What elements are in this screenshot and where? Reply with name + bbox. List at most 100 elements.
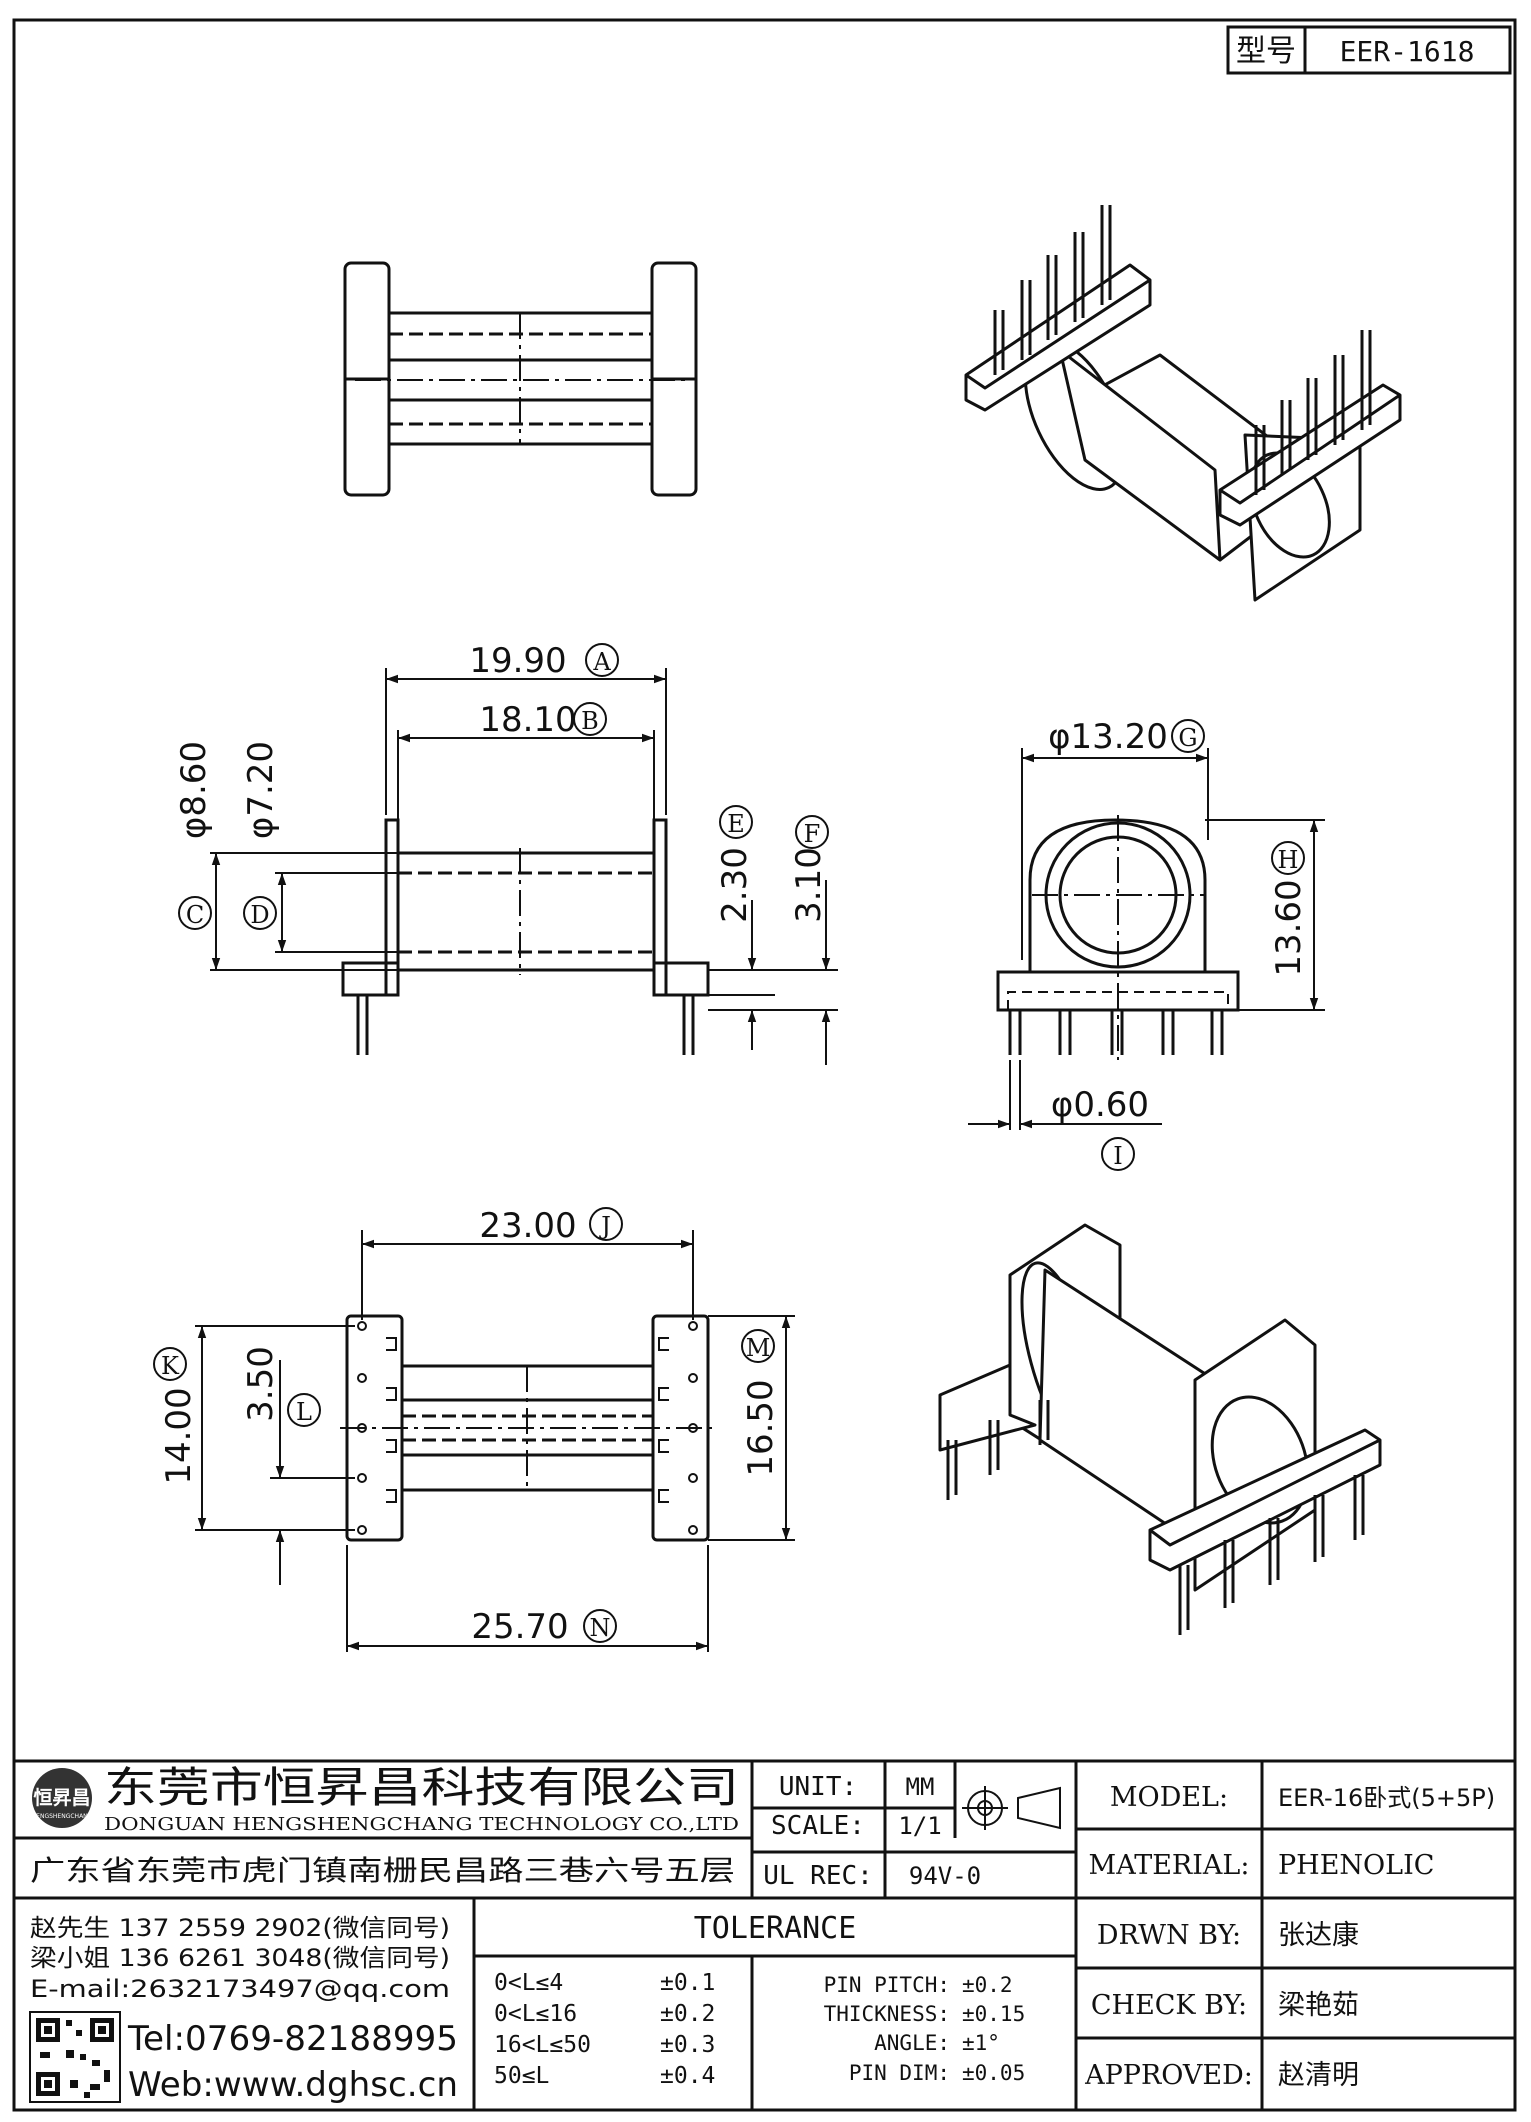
tol-other-label-1: PIN PITCH: [824,1973,950,1997]
dim-E: E 2.30 [715,805,755,923]
side-view-dimensions [210,668,838,1065]
dim-H-tag: H [1278,846,1299,874]
title-block [14,1759,1515,2110]
dim-C-tag: C [186,901,204,929]
scale-label: SCALE: [771,1811,865,1841]
isometric-view-top [964,205,1402,602]
tol-range-3: 16<L≤50 [494,2032,591,2058]
dim-H: H 13.60 [1269,841,1309,977]
logo-text: 恒昇昌 [33,1787,90,1809]
tolerance-others: PIN PITCH: ±0.2 THICKNESS: ±0.15 ANGLE: … [824,1973,1026,2085]
unit-value: MM [906,1773,935,1801]
drwn-value: 张达康 [1278,1920,1359,1951]
model-value: EER-16卧式(5+5P) [1278,1784,1495,1812]
type-label: 型号 [1236,34,1296,69]
dim-J-tag: J [598,1212,611,1240]
dim-D: φ7.20 D [241,741,281,930]
dim-N-value: 25.70 [471,1607,568,1647]
type-box: 型号 EER-1618 [1226,25,1512,75]
dim-N: 25.70 N [471,1607,617,1647]
dim-B-tag: B [581,707,599,735]
dim-B-value: 18.10 [479,700,576,740]
dim-G-tag: G [1178,724,1197,752]
tol-other-value-1: ±0.2 [962,1973,1013,1997]
tol-value-3: ±0.3 [660,2032,715,2058]
dim-L-tag: L [296,1398,312,1426]
unit-label: UNIT: [779,1772,857,1802]
dim-E-tag: E [727,810,745,838]
check-label: CHECK BY: [1091,1990,1247,2021]
material-label: MATERIAL: [1089,1850,1250,1881]
bottom-view-dimensions [195,1230,795,1652]
dim-F-value: 3.10 [789,847,829,923]
side-view [341,818,710,1055]
dim-K: K 14.00 [153,1347,199,1485]
tol-range-2: 0<L≤16 [494,2001,577,2027]
tol-other-label-3: ANGLE: [874,2031,950,2055]
contact-2: 梁小姐 136 6261 3048(微信同号) [30,1944,450,1972]
scale-value: 1/1 [898,1812,941,1840]
dim-M-value: 16.50 [741,1379,781,1476]
type-value: EER-1618 [1340,35,1475,68]
tol-value-1: ±0.1 [660,1970,715,1996]
sheet-border [12,18,1517,2112]
ulrec-label: UL REC: [763,1861,873,1891]
company-name-cn: 东莞市恒昇昌科技有限公司 [104,1763,739,1812]
tolerance-title: TOLERANCE [694,1911,857,1946]
dim-A-value: 19.90 [469,641,566,681]
ulrec-value: 94V-0 [909,1862,981,1890]
dim-D-tag: D [250,901,269,929]
dim-G: φ13.20 G [1048,717,1205,757]
dim-C: φ8.60 C [174,741,214,930]
company-web: Web:www.dghsc.cn [128,2065,458,2105]
dim-I-tag: I [1113,1142,1122,1170]
end-view [996,815,1240,1060]
dim-J-value: 23.00 [479,1206,576,1246]
dim-K-value: 14.00 [159,1387,199,1484]
dim-D-value: φ7.20 [241,741,281,839]
company-logo: 恒昇昌 HENGSHENGCHANG [32,1768,93,1828]
dim-G-value: φ13.20 [1048,717,1168,757]
contact-1: 赵先生 137 2559 2902(微信同号) [30,1914,450,1942]
dim-E-value: 2.30 [715,847,755,923]
company-name-en: DONGUAN HENGSHENGCHANG TECHNOLOGY CO.,LT… [104,1814,739,1835]
dim-A: 19.90 A [469,641,619,681]
dim-M-tag: M [746,1334,771,1362]
dim-M: M 16.50 [741,1329,781,1477]
dim-A-tag: A [592,648,611,676]
dim-L-value: 3.50 [241,1346,281,1422]
projection-symbol-icon [962,1786,1061,1830]
dim-I-value: φ0.60 [1051,1085,1149,1125]
isometric-view-bottom [938,1223,1382,1635]
end-view-dimensions [968,748,1325,1130]
dim-L: 3.50 L [241,1346,321,1427]
dim-K-tag: K [161,1352,180,1380]
tol-range-1: 0<L≤4 [494,1970,563,1996]
tol-value-4: ±0.4 [660,2063,715,2089]
dim-I: φ0.60 I [1051,1085,1149,1171]
tol-other-value-3: ±1° [962,2031,1000,2055]
bottom-view [340,1314,715,1542]
check-value: 梁艳茹 [1278,1990,1359,2021]
top-view [343,261,698,497]
dim-F-tag: F [804,820,821,848]
tol-other-value-4: ±0.05 [962,2061,1025,2085]
dim-B: 18.10 B [479,700,607,740]
dim-F: F 3.10 [789,815,829,923]
approved-label: APPROVED: [1084,2060,1253,2091]
dim-C-value: φ8.60 [174,741,214,839]
dim-N-tag: N [590,1614,611,1642]
dim-J: 23.00 J [479,1206,623,1246]
qr-code-icon [29,2011,121,2103]
tol-other-label-4: PIN DIM: [849,2061,950,2085]
material-value: PHENOLIC [1278,1850,1434,1881]
dim-H-value: 13.60 [1269,879,1309,976]
tol-other-label-2: THICKNESS: [824,2002,950,2026]
company-address: 广东省东莞市虎门镇南栅民昌路三巷六号五层 [30,1854,735,1887]
tolerance-ranges: 0<L≤4 ±0.1 0<L≤16 ±0.2 16<L≤50 ±0.3 50≤L… [494,1970,715,2089]
tol-value-2: ±0.2 [660,2001,715,2027]
tol-other-value-2: ±0.15 [962,2002,1025,2026]
drwn-label: DRWN BY: [1097,1920,1241,1951]
contact-email: E-mail:2632173497@qq.com [30,1975,450,2003]
